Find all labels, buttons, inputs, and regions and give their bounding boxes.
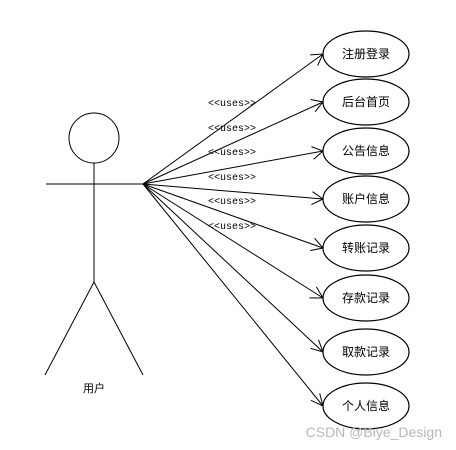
- connector-line-2: [142, 101, 324, 185]
- arrowhead-2: [310, 99, 324, 113]
- use-case-ellipse: [322, 30, 410, 78]
- use-case-8: 个人信息: [322, 382, 410, 430]
- use-case-ellipse: [322, 175, 410, 223]
- use-case-ellipse: [322, 382, 410, 430]
- use-case-label: 存款记录: [342, 291, 390, 305]
- connector-line-8: [142, 183, 324, 407]
- uses-label-6: <<uses>>: [208, 222, 256, 233]
- actor-left-leg: [44, 281, 95, 376]
- use-case-6: 存款记录: [322, 274, 410, 322]
- use-case-ellipse: [322, 78, 410, 126]
- use-case-label: 账户信息: [342, 191, 390, 206]
- connector-line-6: [142, 183, 324, 299]
- use-case-5: 转账记录: [322, 224, 410, 272]
- use-case-label: 转账记录: [342, 240, 390, 255]
- uses-label-1: <<uses>>: [208, 99, 256, 110]
- use-case-label: 个人信息: [342, 398, 390, 413]
- connector-line-3: [142, 150, 324, 185]
- use-case-ellipse: [322, 224, 410, 272]
- use-case-7: 取款记录: [322, 328, 410, 376]
- uses-label-4: <<uses>>: [208, 173, 256, 184]
- actor-right-leg: [93, 281, 144, 376]
- use-case-label: 后台首页: [342, 94, 390, 109]
- use-case-label: 公告信息: [342, 143, 390, 158]
- use-case-2: 后台首页: [322, 78, 410, 126]
- use-case-label: 取款记录: [342, 345, 390, 359]
- actor-label: 用户: [83, 381, 105, 395]
- actor-figure: [44, 112, 144, 376]
- use-case-label: 注册登录: [342, 46, 390, 61]
- connector-line-5: [142, 183, 324, 249]
- connector-line-7: [142, 183, 324, 353]
- connector-group: [142, 53, 324, 407]
- uses-label-5: <<uses>>: [208, 197, 256, 208]
- use-case-4: 账户信息: [322, 175, 410, 223]
- use-case-1: 注册登录: [322, 30, 410, 78]
- actor-head: [68, 112, 120, 164]
- connector-line-1: [142, 53, 324, 185]
- use-case-ellipse: [322, 328, 410, 376]
- use-case-ellipse: [322, 127, 410, 175]
- uses-label-3: <<uses>>: [208, 148, 256, 159]
- connector-line-4: [142, 183, 324, 200]
- use-case-ellipse: [322, 274, 410, 322]
- uses-label-2: <<uses>>: [208, 124, 256, 135]
- use-case-3: 公告信息: [322, 127, 410, 175]
- watermark: CSDN @Biye_Design: [305, 424, 442, 440]
